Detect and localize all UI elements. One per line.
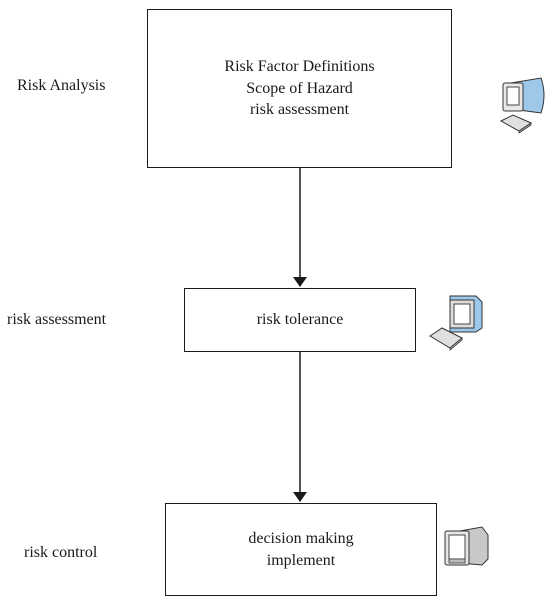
computer-monitor-icon — [429, 295, 483, 351]
stage-label-risk-analysis: Risk Analysis — [17, 77, 106, 94]
computer-monitor-icon — [444, 526, 489, 566]
box-line: decision making — [248, 529, 354, 547]
stage-label-risk-control: risk control — [24, 544, 98, 561]
computer-monitor-icon — [499, 77, 545, 134]
risk-analysis-box: Risk Factor Definitions Scope of Hazard … — [147, 9, 452, 168]
risk-tolerance-box: risk tolerance — [184, 288, 416, 352]
box-line: risk tolerance — [256, 311, 344, 329]
box-line: risk assessment — [249, 101, 350, 119]
box-line: implement — [266, 551, 336, 569]
box-line: Risk Factor Definitions — [224, 58, 375, 76]
box-line: Scope of Hazard — [246, 79, 353, 97]
decision-making-box: decision making implement — [165, 503, 437, 596]
stage-label-risk-assessment: risk assessment — [7, 311, 107, 328]
